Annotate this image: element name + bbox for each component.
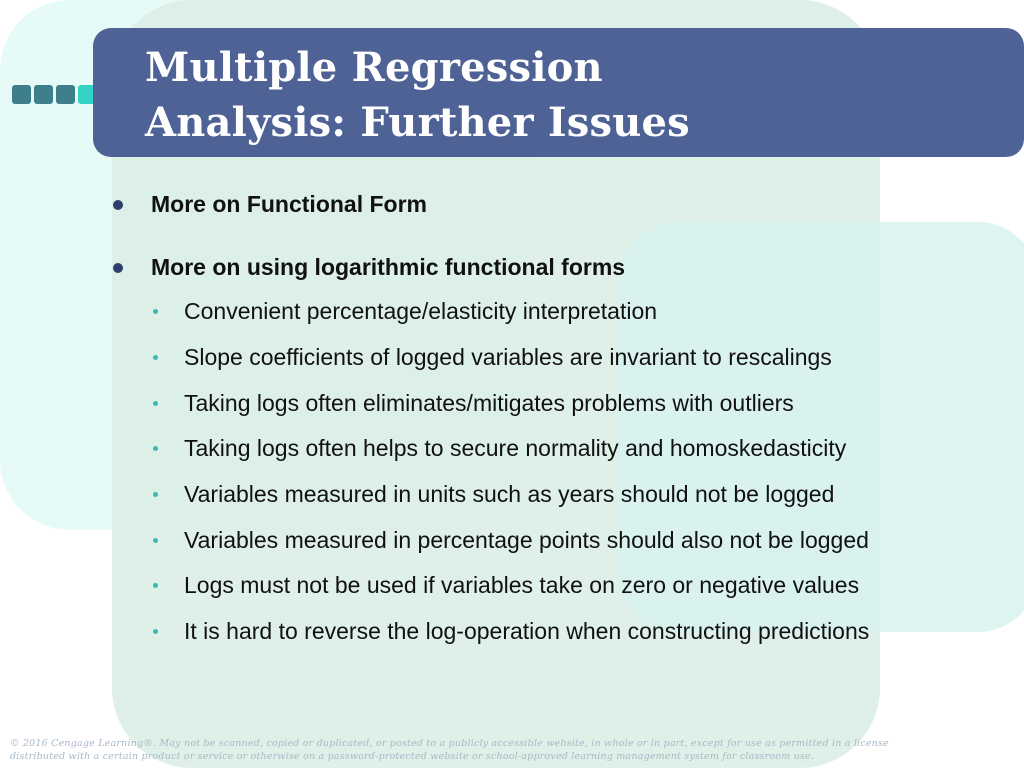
bullet-item: More on Functional Form	[113, 191, 427, 218]
decorative-squares	[12, 85, 97, 104]
background-shape-right	[618, 222, 1024, 632]
slide-content: More on Functional Form More on using lo…	[113, 191, 869, 645]
sub-bullet-dot-icon	[153, 446, 158, 451]
footer-line-1: © 2016 Cengage Learning®. May not be sca…	[10, 738, 889, 749]
sub-bullet-item: Logs must not be used if variables take …	[153, 572, 859, 599]
sub-bullet-item: Taking logs often helps to secure normal…	[153, 435, 846, 462]
sub-bullet-text: Logs must not be used if variables take …	[184, 572, 860, 598]
sub-bullet-item: Convenient percentage/elasticity interpr…	[153, 298, 657, 325]
sub-bullet-item: Taking logs often eliminates/mitigates p…	[153, 390, 794, 417]
sub-bullet-text: Convenient percentage/elasticity interpr…	[184, 298, 658, 324]
bullet-item: More on using logarithmic functional for…	[113, 254, 625, 281]
sub-bullet-dot-icon	[153, 538, 158, 543]
square-icon	[12, 85, 31, 104]
sub-bullet-text: Taking logs often eliminates/mitigates p…	[184, 390, 794, 416]
sub-bullet-dot-icon	[153, 401, 158, 406]
bullet-text: More on Functional Form	[151, 191, 427, 217]
square-icon	[56, 85, 75, 104]
sub-bullet-dot-icon	[153, 492, 158, 497]
footer-line-2: distributed with a certain product or se…	[10, 751, 815, 762]
sub-bullet-text: Taking logs often helps to secure normal…	[184, 435, 847, 461]
sub-bullet-text: Variables measured in units such as year…	[184, 481, 835, 507]
sub-bullet-dot-icon	[153, 355, 158, 360]
copyright-footer: © 2016 Cengage Learning®. May not be sca…	[10, 737, 1010, 763]
square-icon	[34, 85, 53, 104]
sub-bullet-item: Variables measured in units such as year…	[153, 481, 834, 508]
bullet-dot-icon	[113, 262, 123, 273]
square-icon	[78, 85, 97, 104]
title-line-1: Multiple Regression	[145, 44, 603, 91]
bullet-dot-icon	[113, 199, 123, 210]
sub-bullet-text: Variables measured in percentage points …	[184, 527, 869, 553]
sub-bullet-dot-icon	[153, 309, 158, 314]
sub-bullet-dot-icon	[153, 629, 158, 634]
title-line-2: Analysis: Further Issues	[145, 99, 690, 146]
bullet-text: More on using logarithmic functional for…	[151, 254, 626, 280]
sub-bullet-dot-icon	[153, 583, 158, 588]
sub-bullet-text: It is hard to reverse the log-operation …	[184, 618, 870, 644]
sub-bullet-item: It is hard to reverse the log-operation …	[153, 618, 869, 645]
sub-bullet-item: Variables measured in percentage points …	[153, 527, 869, 554]
sub-bullet-text: Slope coefficients of logged variables a…	[184, 344, 832, 370]
sub-bullet-item: Slope coefficients of logged variables a…	[153, 344, 832, 371]
slide-title: Multiple Regression Analysis: Further Is…	[145, 40, 690, 150]
title-bar	[93, 28, 1024, 157]
